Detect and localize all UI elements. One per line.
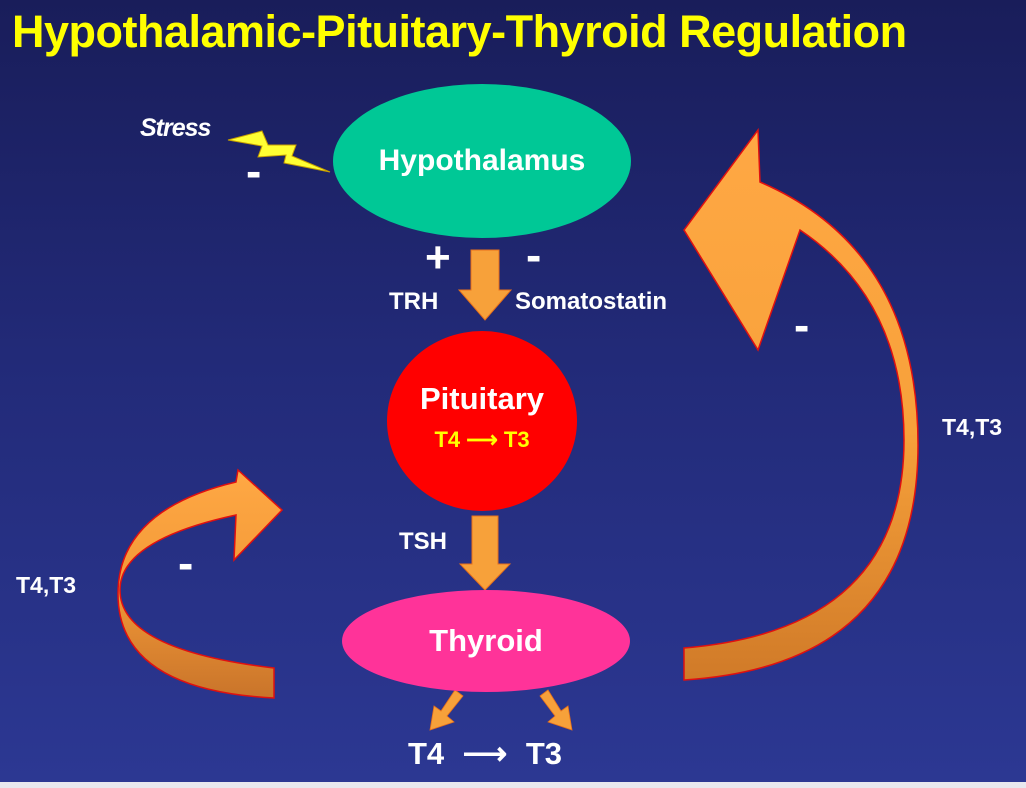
- somatostatin-minus-sign: -: [526, 229, 542, 281]
- trh-plus-sign: +: [425, 233, 451, 282]
- somatostatin-label: Somatostatin: [515, 288, 668, 315]
- feedback-arrow-right: [683, 127, 919, 681]
- stress-minus-sign: -: [246, 145, 262, 197]
- output-arrow-right: [539, 689, 573, 731]
- stress-label: Stress: [140, 114, 211, 142]
- slide-title: Hypothalamic-Pituitary-Thyroid Regulatio…: [12, 6, 907, 57]
- tsh-arrow: [458, 515, 512, 591]
- feedback-right-minus-sign: -: [794, 299, 810, 351]
- pituitary-label: Pituitary: [419, 381, 545, 416]
- feedback-right-label: T4,T3: [942, 414, 1003, 440]
- pituitary-node: Pituitary T4 ⟶ T3: [387, 331, 577, 511]
- output-arrow-left: [429, 689, 464, 731]
- feedback-left-label: T4,T3: [16, 572, 77, 598]
- trh-label: TRH: [389, 288, 439, 315]
- thyroid-node: Thyroid: [342, 590, 630, 692]
- tsh-label: TSH: [399, 528, 447, 555]
- output-conversion-label: T4 ⟶ T3: [408, 736, 563, 771]
- hypothalamus-node: Hypothalamus: [333, 84, 631, 238]
- feedback-left-minus-sign: -: [178, 537, 194, 589]
- hypothalamus-label: Hypothalamus: [378, 144, 586, 177]
- thyroid-label: Thyroid: [429, 623, 543, 658]
- lightning-icon: [227, 130, 331, 173]
- bottom-strip: [0, 782, 1026, 788]
- feedback-arrow-left: [117, 468, 284, 699]
- trh-arrow: [457, 249, 513, 321]
- pituitary-conversion: T4 ⟶ T3: [434, 427, 530, 452]
